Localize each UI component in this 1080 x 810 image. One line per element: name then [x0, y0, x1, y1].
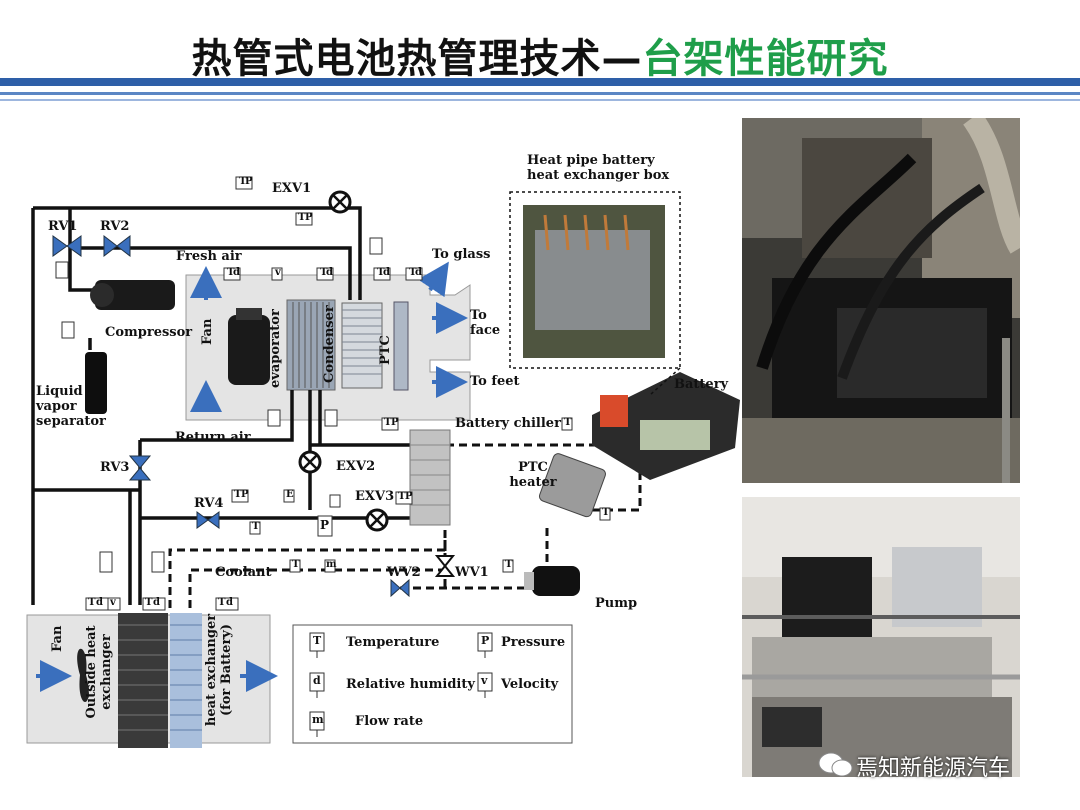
sensor-t-battery: T: [564, 417, 572, 428]
label-liquid-vapor-separator: Liquid vapor separator: [36, 384, 106, 429]
legend-pressure: Pressure: [501, 635, 566, 650]
outside-hx-core: [118, 613, 168, 748]
sensor-td-1: T: [227, 267, 235, 278]
ptc-heater-body: [538, 453, 606, 518]
label-exv1: EXV1: [272, 181, 312, 196]
compressor-body: [95, 280, 175, 310]
sensor-td-2-d: d: [326, 267, 333, 278]
label-wv2: WV2: [387, 565, 421, 580]
sensor-td-1-d: d: [233, 267, 240, 278]
rv4-valve: [196, 511, 220, 529]
sensor-t-coolant: T: [292, 559, 300, 570]
sensor-td-out-2: T: [145, 597, 153, 608]
sensor-tp-exv3-p: P: [405, 491, 413, 502]
legend-symbol-t: T: [313, 634, 322, 647]
test-bench-photo-top: [742, 118, 1020, 483]
legend-temperature: Temperature: [346, 635, 440, 650]
label-battery: Battery: [674, 377, 729, 392]
legend-box: [292, 624, 573, 744]
sensor-t-line: T: [252, 521, 260, 532]
header-rule-thick: [0, 78, 1080, 86]
label-fresh-air: Fresh air: [176, 249, 242, 264]
sensor-td-3-d: d: [383, 267, 390, 278]
outside-fan-blade: [77, 648, 89, 703]
sensor-td-2: T: [320, 267, 328, 278]
sensor-td-out-3: T: [218, 597, 226, 608]
sensor-tp-exv3: T: [398, 491, 406, 502]
sensor-e: E: [286, 489, 294, 500]
sensor-td-out-1: T: [88, 597, 96, 608]
watermark-text: 焉知新能源汽车: [856, 756, 1011, 781]
sensor-tp-chiller: T: [384, 417, 392, 428]
label-exv3: EXV3: [355, 489, 395, 504]
sensor-t-pump: T: [505, 559, 513, 570]
header-rule-thin: [0, 92, 1080, 95]
label-pump: Pump: [595, 596, 638, 611]
label-exv2: EXV2: [336, 459, 376, 474]
title-subtitle: 台架性能研究: [642, 36, 889, 82]
sensor-tp-2-p: P: [305, 212, 313, 223]
legend-symbol-m: m: [312, 713, 324, 726]
label-rv3: RV3: [100, 460, 130, 475]
sensor-tp-rv4: T: [234, 489, 242, 500]
sensor-tp-exv1-p: P: [245, 176, 253, 187]
sensor-td-out-2-d: d: [153, 597, 160, 608]
rv1-valve: [52, 235, 82, 257]
label-battery-chiller: Battery chiller: [455, 416, 561, 431]
legend-symbol-d: d: [313, 674, 321, 687]
sensor-tp-2: T: [298, 212, 306, 223]
page-title: 热管式电池热管理技术—台架性能研究: [0, 26, 1080, 84]
label-to-glass: To glass: [432, 247, 491, 262]
label-to-face: To face: [470, 308, 501, 338]
legend-flow-rate: Flow rate: [355, 714, 424, 729]
label-rv2: RV2: [100, 219, 130, 234]
sensor-p-main: P: [320, 518, 330, 532]
sensor-td-4-d: d: [415, 267, 422, 278]
sensor-m-coolant: m: [326, 559, 337, 570]
heatpipe-box-frame: [509, 191, 681, 369]
sensor-td-out-3-d: d: [226, 597, 233, 608]
title-main: 热管式电池热管理技术—: [191, 36, 643, 82]
sensor-td-out-1-d: d: [96, 597, 103, 608]
legend-symbol-p: P: [481, 634, 490, 647]
wv2-valve: [390, 578, 410, 598]
header-rule-thin-2: [0, 99, 1080, 101]
wv1-valve: [434, 555, 456, 577]
battery-hx-core: [170, 613, 202, 748]
label-rv4: RV4: [194, 496, 224, 511]
label-to-feet: To feet: [470, 374, 520, 389]
label-wv1: WV1: [455, 565, 489, 580]
hvac-fan-motor: [228, 315, 270, 385]
rv3-valve: [128, 455, 152, 481]
watermark: [818, 752, 854, 778]
sensor-td-4: T: [409, 267, 417, 278]
label-ptc-heater: PTC heater: [509, 460, 557, 490]
label-rv1: RV1: [48, 219, 78, 234]
sensor-td-3: T: [377, 267, 385, 278]
legend-symbol-v: v: [481, 674, 488, 687]
legend-velocity: Velocity: [501, 677, 559, 692]
sensor-tp-exv1: T: [239, 176, 247, 187]
liquid-vapor-separator-body: [85, 352, 107, 414]
test-bench-photo-bottom: [742, 497, 1020, 777]
sensor-t-ptc: T: [602, 507, 610, 518]
sensor-tp-chiller-p: P: [391, 417, 399, 428]
legend-humidity: Relative humidity: [346, 677, 475, 692]
sensor-v-out: v: [110, 597, 116, 608]
ptc-core: [393, 301, 409, 391]
label-coolant: Coolant: [215, 565, 272, 580]
battery-chiller-body: [409, 429, 451, 526]
pump-body: [532, 566, 580, 596]
sensor-v-hvac: v: [275, 267, 281, 278]
rv2-valve: [103, 234, 131, 258]
label-return-air: Return air: [175, 430, 251, 445]
label-compressor: Compressor: [105, 325, 193, 340]
sensor-tp-rv4-p: P: [241, 489, 249, 500]
label-heatpipe-box: Heat pipe battery heat exchanger box: [527, 153, 670, 183]
